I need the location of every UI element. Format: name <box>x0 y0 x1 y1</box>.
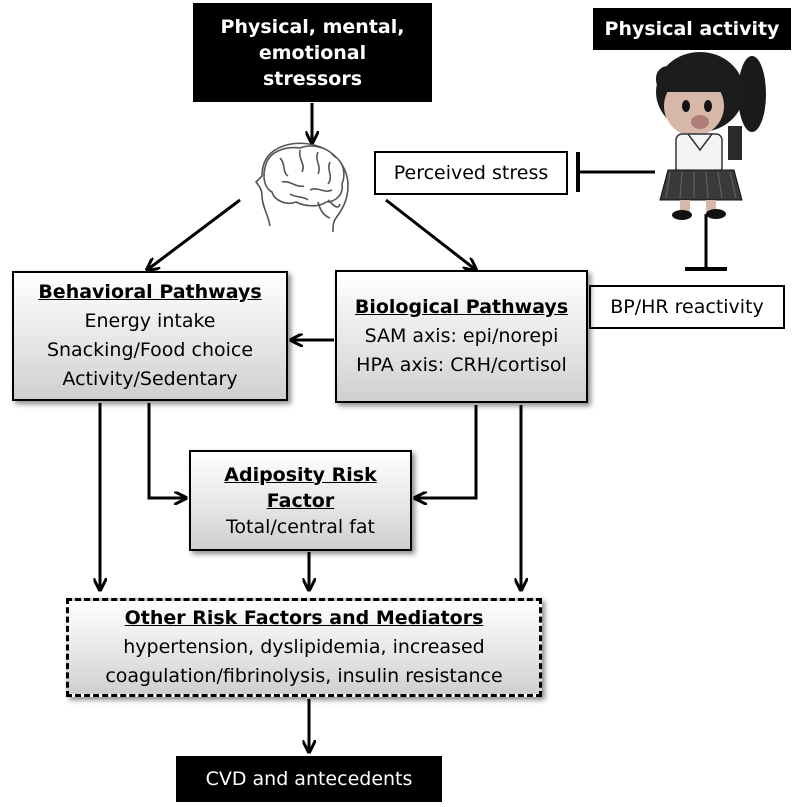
cvd-label: CVD and antecedents <box>205 768 413 790</box>
behavioral-item: Activity/Sedentary <box>62 368 238 390</box>
stressors-line: stressors <box>263 67 362 90</box>
other-risk-title: Other Risk Factors and Mediators <box>124 607 484 629</box>
arrow-biological-to-adiposity <box>415 405 478 498</box>
behavioral-item: Energy intake <box>84 310 216 332</box>
other-risk-factors-box: Other Risk Factors and Mediators hyperte… <box>66 598 542 697</box>
brain-head-icon <box>254 142 349 233</box>
arrow-brain-to-behavioral <box>147 198 241 270</box>
stressors-box: Physical, mental, emotional stressors <box>193 3 432 102</box>
adiposity-item: Total/central fat <box>226 515 375 538</box>
biological-item: SAM axis: epi/norepi <box>364 325 559 347</box>
stressors-line: emotional <box>258 41 367 64</box>
biological-item: HPA axis: CRH/cortisol <box>356 354 567 376</box>
behavioral-item: Snacking/Food choice <box>46 339 254 361</box>
arrow-brain-to-biological <box>385 198 476 270</box>
biological-pathways-box: Biological Pathways SAM axis: epi/norepi… <box>335 270 588 403</box>
adiposity-risk-box: Adiposity Risk Factor Total/central fat <box>189 450 412 551</box>
perceived-stress-label: Perceived stress <box>393 162 549 184</box>
arrow-behavioral-to-adiposity <box>147 403 186 498</box>
girl-walking-icon <box>656 52 766 220</box>
other-risk-item: coagulation/fibrinolysis, insulin resist… <box>105 665 503 687</box>
perceived-stress-box: Perceived stress <box>374 151 568 195</box>
bp-hr-label: BP/HR reactivity <box>610 296 764 318</box>
bp-hr-reactivity-box: BP/HR reactivity <box>589 285 785 329</box>
behavioral-title: Behavioral Pathways <box>38 281 262 303</box>
physical-activity-box: Physical activity <box>593 8 791 50</box>
adiposity-title: Factor <box>266 489 335 512</box>
biological-title: Biological Pathways <box>354 296 569 318</box>
cvd-box: CVD and antecedents <box>176 756 442 802</box>
physical-activity-label: Physical activity <box>604 18 780 40</box>
stressors-line: Physical, mental, <box>220 15 405 38</box>
behavioral-pathways-box: Behavioral Pathways Energy intake Snacki… <box>12 271 288 401</box>
adiposity-title: Adiposity Risk <box>224 463 377 486</box>
other-risk-item: hypertension, dyslipidemia, increased <box>123 636 485 658</box>
